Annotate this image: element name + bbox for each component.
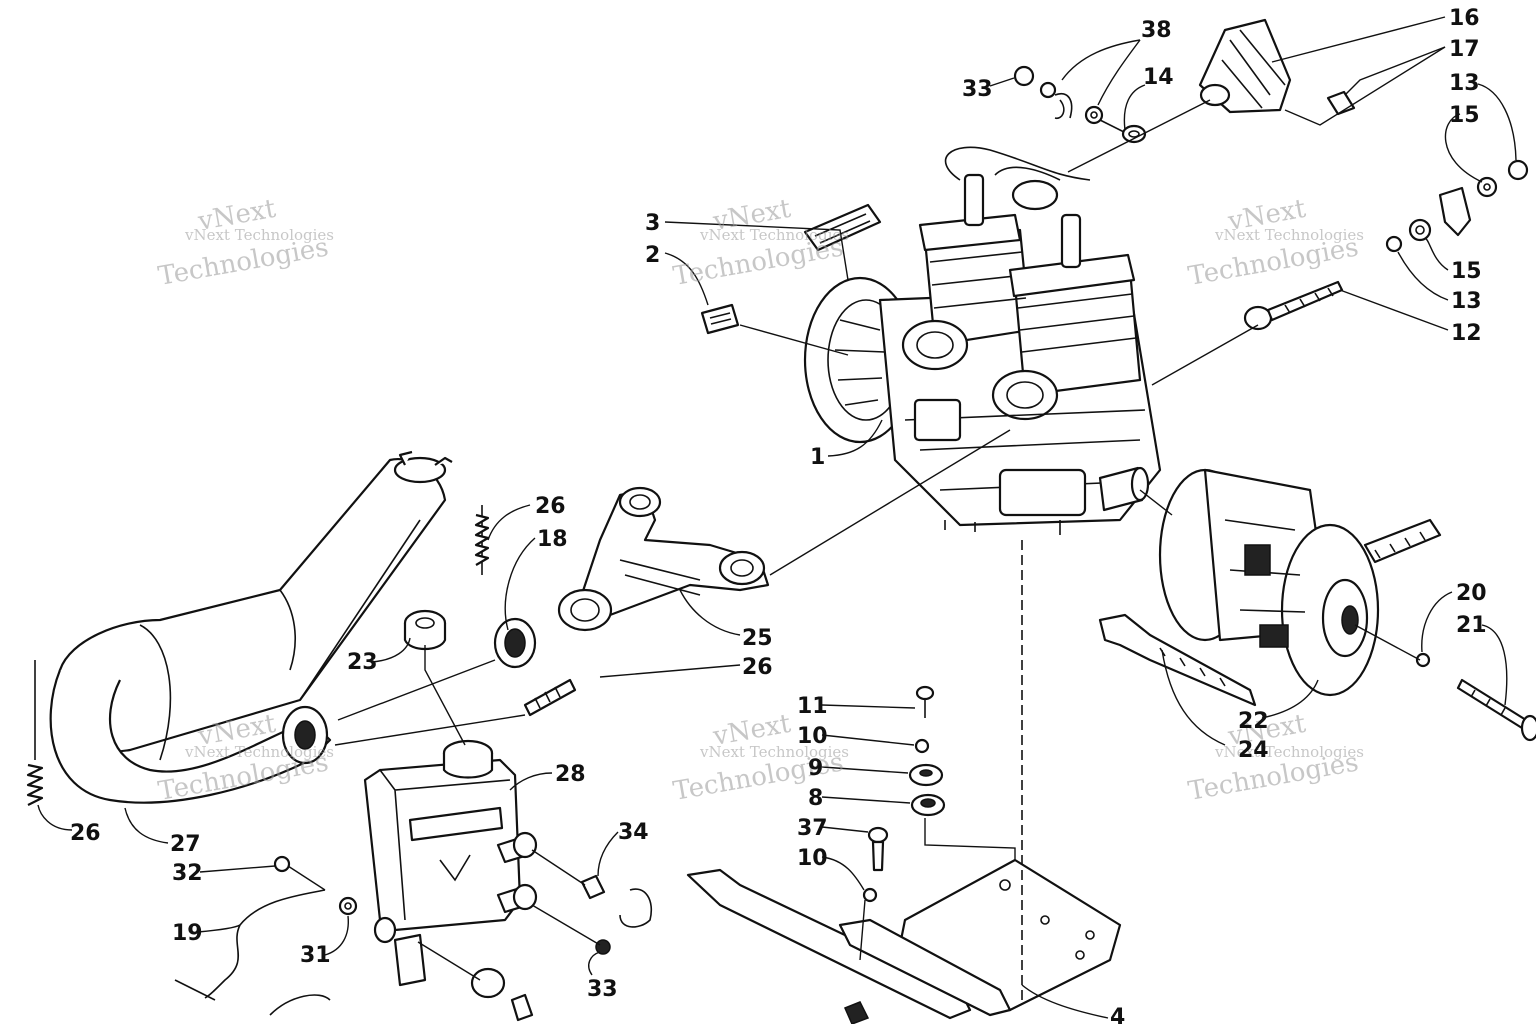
callout-4: 4 [1110,1005,1125,1024]
callout-37: 37 [797,816,828,841]
hardware-airbox [174,855,652,1022]
engine-assembly [803,146,1162,535]
callout-34: 34 [618,820,649,845]
callout-21: 21 [1456,613,1487,638]
engine-plate [686,858,1122,1024]
callout-8: 8 [808,786,823,811]
callout-16: 16 [1449,6,1480,31]
decal-3 [803,203,882,252]
callout-2: 2 [645,243,660,268]
callout-20: 20 [1456,581,1487,606]
callout-32: 32 [172,861,203,886]
watermark-small: vNext Technologies [1214,226,1364,244]
callout-28: 28 [555,762,586,787]
callout-33: 33 [962,77,993,102]
callout-13-lower: 13 [1451,289,1482,314]
gasket-flange [557,588,613,632]
spring-26-upper [474,505,490,575]
callout-1: 1 [810,445,825,470]
callout-9: 9 [808,756,823,781]
air-silencer [363,739,538,987]
clutch-bolt-21 [1415,652,1536,742]
callout-leaders [37,16,1517,1019]
callout-23: 23 [347,650,378,675]
watermark-small: vNext Technologies [699,743,849,761]
callout-12: 12 [1451,321,1482,346]
hardware-right [1243,159,1529,331]
callout-10: 10 [797,724,828,749]
callout-19: 19 [172,921,203,946]
callout-24: 24 [1238,738,1269,763]
callout-22: 22 [1238,709,1269,734]
watermark-small: vNext Technologies [1214,743,1364,761]
nut-17 [1326,90,1356,116]
exhaust-manifold [578,486,770,617]
callout-33-lower: 33 [587,977,618,1002]
watermark-small: vNext Technologies [699,226,849,244]
engine-mount-bracket-16 [1198,18,1292,114]
callout-27: 27 [170,832,201,857]
callout-38: 38 [1141,18,1172,43]
spring-26-lower [523,678,577,717]
callout-26: 26 [535,494,566,519]
drive-clutch [1158,468,1380,697]
callout-numbers: 38 33 14 16 17 13 15 15 13 12 3 2 1 26 1… [70,6,1487,1024]
expansion-chamber [49,450,453,804]
callout-11: 11 [797,694,828,719]
explode-lines [287,99,1421,1000]
watermark-group: vNext Technologies Technologies vNext vN… [156,194,1364,807]
callout-13: 13 [1449,71,1480,96]
spring-26-left [26,660,44,806]
callout-26-mid: 26 [742,655,773,680]
callout-18: 18 [537,527,568,552]
callout-31: 31 [300,943,331,968]
callout-15-lower: 15 [1451,259,1482,284]
seal-18 [493,617,537,669]
mount-stack [862,685,946,903]
watermark-small: vNext Technologies [184,226,334,244]
grommet-23 [403,609,447,651]
watermark-small: vNext Technologies [184,743,334,761]
decal-2 [700,303,740,335]
callout-15: 15 [1449,103,1480,128]
callout-10-lower: 10 [797,846,828,871]
hardware-top [1013,65,1147,144]
callout-14: 14 [1143,65,1174,90]
callout-26-left: 26 [70,821,101,846]
callout-3: 3 [645,211,660,236]
callout-25: 25 [742,626,773,651]
callout-17: 17 [1449,37,1480,62]
